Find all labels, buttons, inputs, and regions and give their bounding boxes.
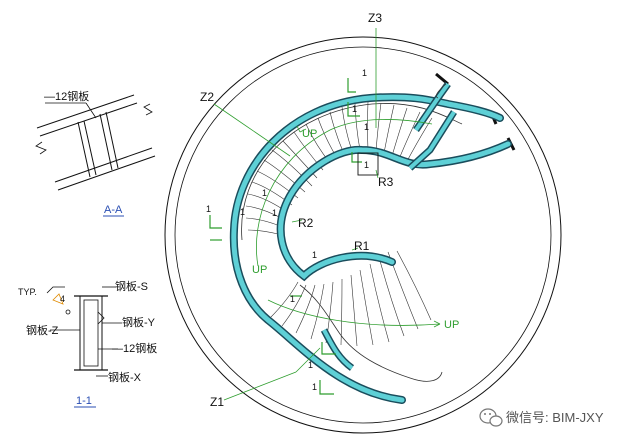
up-label-left: UP	[252, 264, 267, 276]
inner-wall-circle	[174, 46, 552, 424]
section-mark-6: 1	[240, 207, 245, 217]
section-mark-2: 1	[352, 104, 357, 114]
leader-lines	[213, 28, 379, 401]
weld-size-label: 4	[60, 294, 65, 304]
steel-plate-x-label: 钢板-X	[108, 370, 142, 384]
z3-label: Z3	[368, 11, 382, 25]
detail-a-a: —12钢板 A-A	[35, 89, 156, 217]
section-mark-9: 1	[312, 250, 317, 260]
steel-plate-z-label: 钢板-Z	[26, 323, 59, 337]
r1-label: R1	[354, 239, 370, 253]
plate-12-label: —12钢板	[112, 341, 157, 355]
outer-wall-circle	[164, 36, 562, 434]
steel-plate-y-label: 钢板-Y	[122, 315, 156, 329]
typ-label: TYP.	[18, 287, 37, 297]
watermark: 微信号: BIM-JXY	[479, 408, 604, 427]
section-markers	[209, 78, 362, 395]
section-title-a-a: A-A	[104, 204, 123, 216]
section-mark-3: 1	[364, 122, 369, 132]
stair-plan: Z3 Z2 Z1 R1 R2 R3 UP UP UP 1 1 1 1 1 1 1…	[164, 11, 562, 434]
r3-label: R3	[378, 175, 394, 189]
watermark-text: 微信号: BIM-JXY	[506, 410, 604, 425]
wechat-icon	[479, 408, 503, 427]
r3-box	[357, 152, 379, 176]
section-mark-12: 1	[312, 382, 317, 392]
steel-plate-s-label: 钢板-S	[115, 279, 148, 293]
up-label-upper: UP	[302, 128, 317, 140]
section-mark-10: 1	[290, 294, 295, 304]
z1-label: Z1	[210, 395, 224, 409]
detail-1-1: TYP. 4 钢板-S 钢板-Y 钢板-Z —12钢板 钢板-X 1-1	[18, 279, 157, 408]
plate-label: —12钢板	[44, 89, 89, 103]
walk-lines	[256, 119, 441, 328]
z2-label: Z2	[200, 90, 214, 104]
section-mark-4: 1	[364, 160, 369, 170]
section-mark-7: 1	[262, 188, 267, 198]
section-title-1-1: 1-1	[76, 395, 92, 407]
section-mark-5: 1	[206, 204, 211, 214]
section-mark-11: 1	[308, 360, 313, 370]
up-label-lower: UP	[444, 319, 459, 331]
section-mark-1: 1	[362, 68, 367, 78]
r2-label: R2	[298, 216, 314, 230]
section-mark-8: 1	[272, 208, 277, 218]
inner-handrail	[241, 103, 463, 241]
